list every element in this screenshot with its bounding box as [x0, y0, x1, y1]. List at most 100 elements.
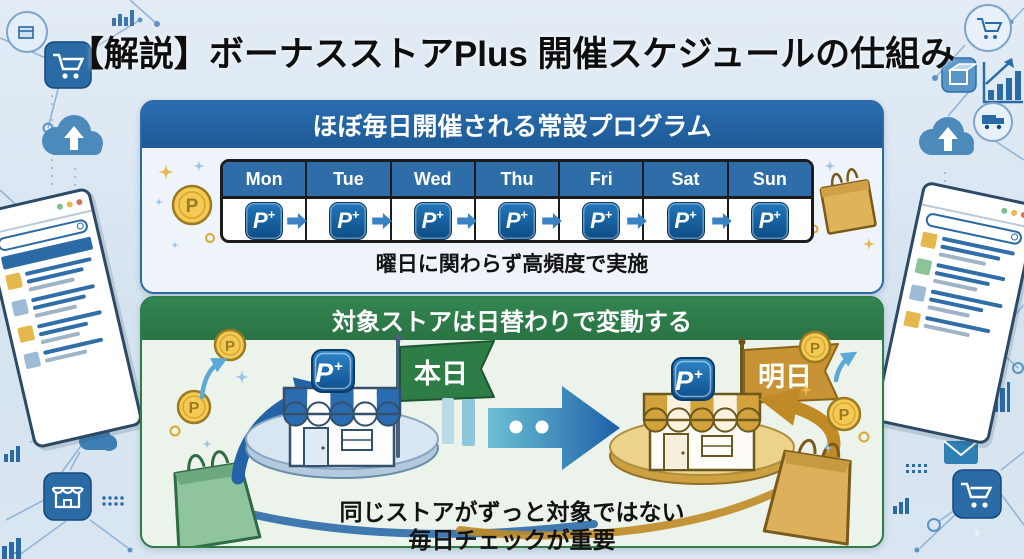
svg-text:P: P: [189, 400, 200, 417]
arrow-right-icon: [287, 213, 307, 229]
pplus-app-icon: P+: [413, 202, 452, 240]
point-coin: P: [171, 184, 213, 226]
day-header-wed: Wed: [391, 162, 476, 196]
day-header-tue: Tue: [307, 162, 392, 196]
svg-text:P: P: [839, 407, 850, 424]
growth-chart-icon: [982, 58, 1023, 104]
svg-text:P: P: [810, 340, 820, 357]
panel-header-blue: ほぼ毎日開催される常設プログラム: [142, 102, 882, 148]
window-dot-red: [1020, 211, 1024, 219]
day-header-fri: Fri: [560, 162, 645, 196]
cloud-upload-icon: [919, 117, 974, 155]
shopping-bag-green: [173, 450, 262, 546]
bar-chart-icon: [4, 446, 20, 462]
svg-text:P: P: [186, 196, 199, 217]
svg-text:本日: 本日: [414, 359, 468, 389]
thumbnail: [23, 351, 42, 370]
day-header-sat: Sat: [644, 162, 729, 196]
cloud-upload-icon: [42, 115, 103, 155]
shopping-bag-icon: [819, 168, 877, 235]
point-coin: P: [176, 389, 212, 425]
point-coin: P: [798, 330, 832, 364]
sparkle-icon: [169, 370, 249, 449]
awning-blue: [282, 386, 402, 427]
bottom-caption-line2: 毎日チェックが重要: [408, 527, 616, 553]
day-header-thu: Thu: [475, 162, 561, 196]
day-header-mon: Mon: [223, 162, 308, 196]
bottom-caption-line1: 同じストアがずっと対象ではない: [339, 499, 685, 525]
box-node-icon: [6, 11, 48, 53]
thumbnail: [5, 272, 24, 291]
pplus-app-icon: P+: [750, 202, 789, 240]
arrow-right-icon: [627, 213, 647, 229]
page-title: 【解説】ボーナスストアPlus 開催スケジュールの仕組み: [68, 35, 956, 74]
day-cell: P+: [223, 199, 308, 240]
day-cell: P+: [392, 199, 476, 240]
store-pplus-sign: P+: [671, 357, 715, 401]
week-calendar: Mon Tue Wed Thu Fri Sat Sun P+ P+ P+ P+ …: [220, 159, 814, 243]
svg-text:P: P: [225, 338, 235, 355]
svg-text:明日: 明日: [758, 362, 812, 392]
shopping-bag-gold: [762, 438, 852, 546]
thumbnail: [920, 231, 938, 250]
package-icon: [941, 57, 979, 93]
bar-chart-icon: [2, 538, 21, 559]
store-today: 本日 P+: [245, 334, 495, 479]
day-cell: P+: [560, 199, 645, 240]
thumbnail: [903, 310, 922, 329]
pplus-app-icon: P+: [497, 202, 536, 240]
thumbnail: [908, 284, 927, 303]
svg-text:P+: P+: [675, 366, 703, 396]
point-coin: P: [213, 328, 247, 362]
day-cell: P+: [307, 199, 392, 240]
point-coin: P: [826, 396, 862, 432]
cart-app-icon: [44, 41, 92, 89]
cart-app-icon: [952, 469, 1002, 538]
window-dot-yellow: [1010, 209, 1018, 217]
cart-node-icon: [964, 4, 1012, 52]
arrow-right-icon: [372, 213, 392, 229]
pplus-app-icon: P+: [666, 202, 705, 240]
sparkle-icon: [154, 160, 215, 249]
arrow-right-icon: [542, 213, 562, 229]
window-dot-green: [1000, 207, 1008, 215]
week-body-row: P+ P+ P+ P+ P+ P+ P+: [223, 199, 811, 240]
day-header-sun: Sun: [728, 162, 811, 196]
awning-gold: [642, 392, 762, 433]
daily-program-panel: ほぼ毎日開催される常設プログラム P: [140, 100, 884, 294]
store-door: [303, 427, 329, 467]
circulation-swoosh-blue: [230, 506, 598, 538]
day-cell: P+: [729, 199, 811, 240]
thumbnail: [11, 298, 30, 317]
week-header-row: Mon Tue Wed Thu Fri Sat Sun: [223, 162, 811, 199]
arrow-right-icon: [457, 213, 477, 229]
dot-grid-icon: [906, 464, 927, 473]
sparkle-icon: [799, 383, 870, 453]
top-caption: 曜日に関わらず高頻度で実施: [375, 253, 649, 276]
coin-up-arrow: [199, 358, 228, 400]
store-door: [663, 433, 689, 471]
today-flag: 本日: [399, 340, 495, 402]
bar-chart-icon: [893, 498, 909, 514]
arrow-right-icon: [712, 213, 732, 229]
search-icon: [76, 221, 85, 231]
window-dot-yellow: [66, 200, 74, 208]
thumbnail: [914, 257, 933, 276]
coin-up-arrow: [833, 351, 858, 383]
search-icon: [1010, 232, 1019, 242]
thumbnail: [17, 324, 36, 343]
window-dot-green: [56, 203, 64, 211]
store-pplus-sign: P+: [311, 349, 355, 393]
pplus-app-icon: P+: [582, 202, 621, 240]
truck-node-icon: [973, 102, 1013, 142]
circulation-swoosh-gold: [456, 477, 801, 540]
store-app-icon: [43, 472, 92, 521]
day-cell: P+: [644, 199, 729, 240]
window-dot-red: [75, 198, 83, 206]
svg-text:P+: P+: [315, 358, 343, 388]
top-panel-decor: P: [154, 160, 877, 251]
rotating-store-panel: 対象ストアは日替わりで変動する P: [140, 296, 884, 553]
store-rotation-scene: P P: [169, 328, 870, 546]
big-transition-arrow: [442, 386, 620, 470]
